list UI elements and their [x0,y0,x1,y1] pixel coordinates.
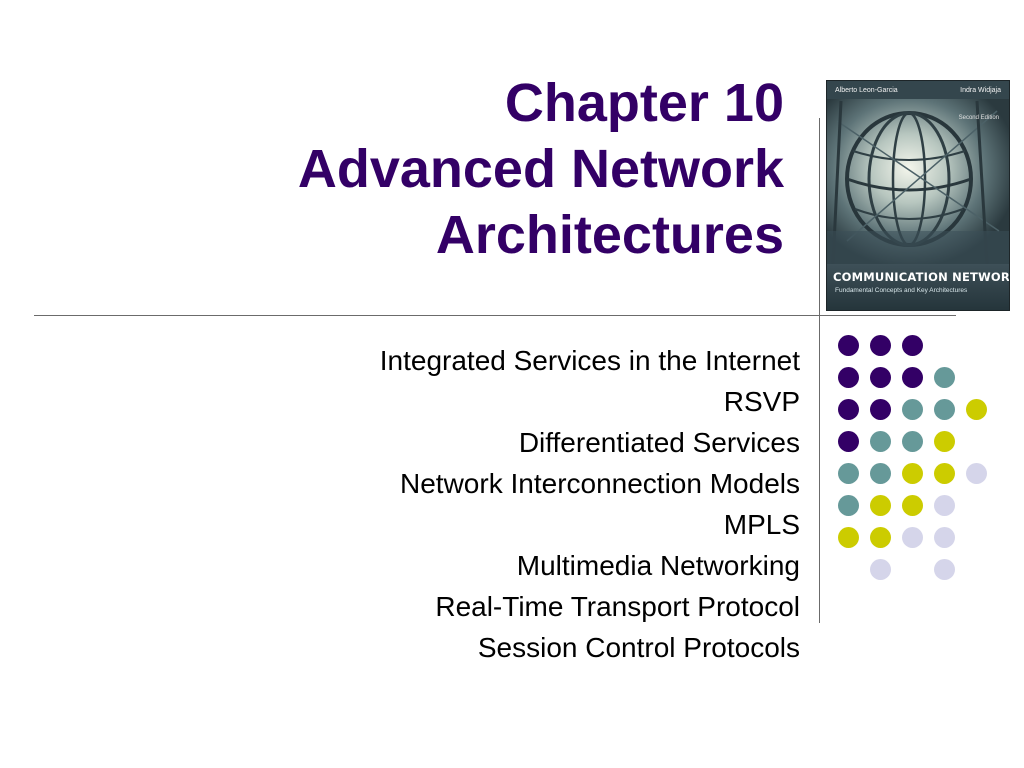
decorative-dot [902,399,923,420]
decorative-dot [934,399,955,420]
decorative-dot [902,335,923,356]
decorative-dot-grid [838,335,998,585]
book-cover-title: COMMUNICATION NETWORKS [833,270,1010,284]
topic-item: Differentiated Services [518,427,800,458]
decorative-dot [870,399,891,420]
book-cover-subtitle: Fundamental Concepts and Key Architectur… [835,287,968,294]
book-cover-author-left: Alberto Leon-Garcia [835,87,898,94]
decorative-dot [966,399,987,420]
topic-item: Integrated Services in the Internet [379,345,800,376]
slide-title: Chapter 10 Advanced Network Architecture… [84,70,784,268]
book-cover-artwork [827,81,1009,310]
decorative-dot [838,335,859,356]
decorative-dot [870,431,891,452]
decorative-dot [838,463,859,484]
vertical-divider [819,118,820,623]
topic-item: Real-Time Transport Protocol [435,591,800,622]
decorative-dot [934,495,955,516]
decorative-dot [934,367,955,388]
title-line-2: Advanced Network [297,139,784,199]
decorative-dot [934,559,955,580]
book-cover-authors: Alberto Leon-Garcia Indra Widjaja [827,87,1009,94]
topic-item: Session Control Protocols [477,632,800,663]
decorative-dot [838,495,859,516]
book-cover-image: Alberto Leon-Garcia Indra Widjaja Second… [826,80,1010,311]
decorative-dot [838,367,859,388]
book-cover-edition: Second Edition [958,115,999,121]
decorative-dot [902,431,923,452]
decorative-dot [902,367,923,388]
topic-list: Integrated Services in the Internet RSVP… [100,340,800,668]
decorative-dot [870,495,891,516]
decorative-dot [870,463,891,484]
decorative-dot [870,367,891,388]
decorative-dot [870,559,891,580]
title-line-1: Chapter 10 [504,73,784,133]
decorative-dot [934,431,955,452]
decorative-dot [934,527,955,548]
topic-item: Multimedia Networking [516,550,800,581]
decorative-dot [870,335,891,356]
decorative-dot [838,431,859,452]
topic-item: RSVP [723,386,800,417]
decorative-dot [902,495,923,516]
decorative-dot [966,463,987,484]
horizontal-divider [34,315,956,316]
decorative-dot [902,527,923,548]
decorative-dot [870,527,891,548]
decorative-dot [902,463,923,484]
topic-item: MPLS [723,509,800,540]
title-line-3: Architectures [435,205,784,265]
decorative-dot [838,527,859,548]
book-cover-author-right: Indra Widjaja [960,87,1001,94]
decorative-dot [838,399,859,420]
topic-item: Network Interconnection Models [400,468,800,499]
decorative-dot [934,463,955,484]
